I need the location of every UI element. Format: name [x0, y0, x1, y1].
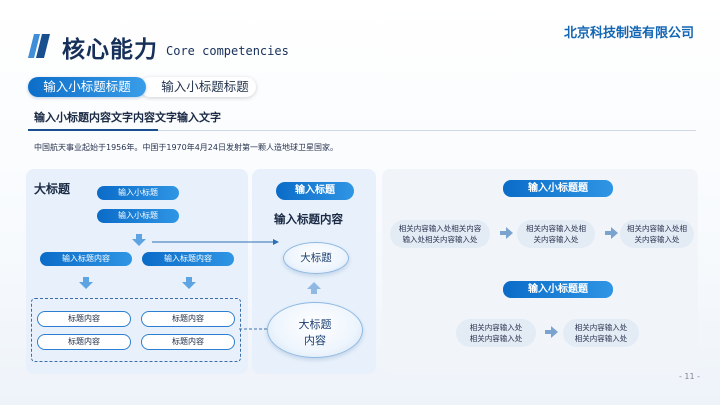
tab-primary[interactable]: 输入小标题标题 — [28, 77, 146, 97]
big-oval-line2: 内容 — [304, 334, 326, 347]
item-line: 相关内容输入处 — [469, 323, 523, 332]
small-oval-title[interactable]: 大标题 — [283, 242, 349, 274]
item-line: 相关内容输入处 — [574, 323, 628, 332]
top-pill-2[interactable]: 输入小标题 — [97, 209, 179, 223]
right-row1-title[interactable]: 输入小标题题 — [503, 180, 613, 197]
grid-item-4[interactable]: 标题内容 — [141, 334, 235, 350]
page-subtitle-en: Core competencies — [166, 44, 289, 58]
panel-right — [382, 169, 698, 374]
item-line: 关内容输入处 — [533, 235, 579, 244]
item-line: 相关内容输入处 — [469, 334, 523, 343]
mid-pill-1[interactable]: 输入标题内容 — [40, 252, 132, 266]
top-pill-1[interactable]: 输入小标题 — [97, 186, 179, 200]
right-row1-item-3[interactable]: 相关内容输入处相 关内容输入处 — [620, 220, 694, 248]
big-oval-line1: 大标题 — [298, 318, 332, 331]
page-number: - 11 - — [678, 372, 700, 381]
mid-panel-pill[interactable]: 输入标题 — [276, 182, 354, 200]
page-title: 核心能力 — [62, 37, 158, 63]
grid-item-3[interactable]: 标题内容 — [37, 334, 131, 350]
item-line: 关内容输入处 — [634, 235, 680, 244]
right-row2-item-1[interactable]: 相关内容输入处 相关内容输入处 — [456, 319, 536, 347]
right-row2-item-2[interactable]: 相关内容输入处 相关内容输入处 — [563, 319, 639, 347]
item-line: 相关内容输入处 — [574, 334, 628, 343]
mid-pill-2[interactable]: 输入标题内容 — [142, 252, 234, 266]
grid-container — [31, 298, 241, 362]
mid-panel-content: 输入标题内容 — [274, 212, 343, 226]
divider-accent — [28, 129, 158, 131]
divider — [28, 130, 696, 131]
item-line: 输入处相关内容输入处 — [402, 235, 478, 244]
section-subheading: 输入小标题内容文字内容文字输入文字 — [34, 111, 221, 124]
right-row2-title[interactable]: 输入小标题题 — [503, 281, 613, 298]
item-line: 相关内容输入处相 — [627, 224, 687, 233]
tab-secondary[interactable]: 输入小标题标题 — [140, 77, 256, 97]
right-row1-item-2[interactable]: 相关内容输入处相 关内容输入处 — [517, 220, 595, 248]
grid-item-1[interactable]: 标题内容 — [37, 311, 131, 327]
grid-item-2[interactable]: 标题内容 — [141, 311, 235, 327]
item-line: 相关内容输入处相关内容 — [398, 224, 482, 233]
logo-mark-icon — [28, 34, 50, 58]
left-panel-title: 大标题 — [34, 182, 71, 196]
item-line: 相关内容输入处相 — [526, 224, 586, 233]
right-row1-item-1[interactable]: 相关内容输入处相关内容 输入处相关内容输入处 — [390, 220, 490, 248]
company-name: 北京科技制造有限公司 — [563, 26, 694, 41]
big-oval[interactable]: 大标题 内容 — [267, 302, 363, 358]
description-text: 中国航天事业起始于1956年。中国于1970年4月24日发射第一颗人造地球卫星国… — [34, 143, 338, 152]
